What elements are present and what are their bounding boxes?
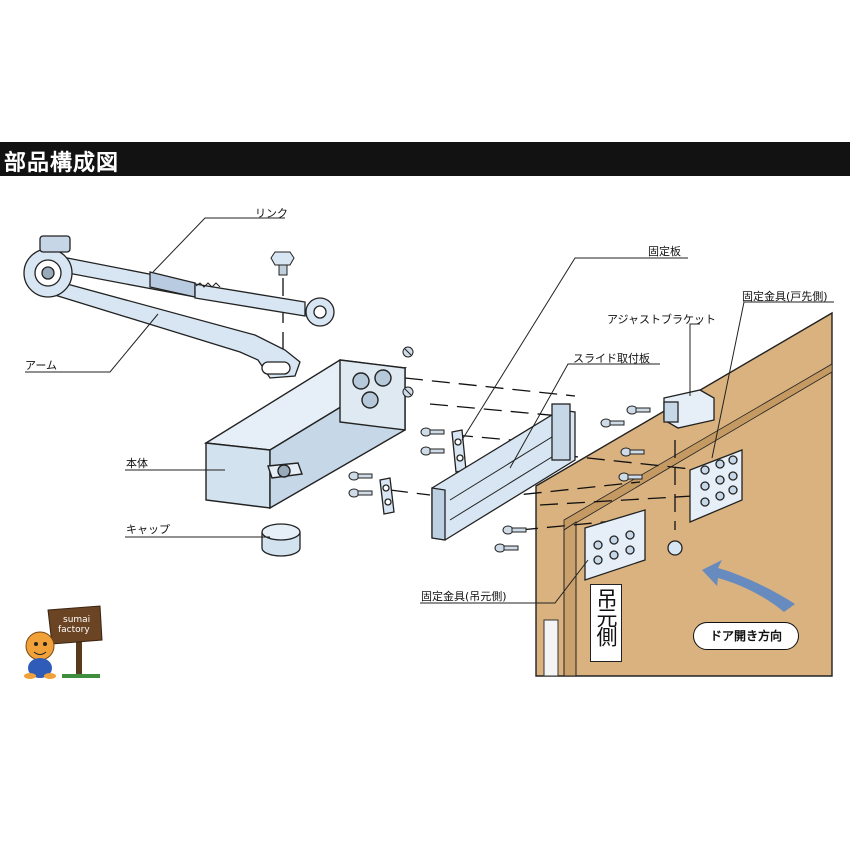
closer-body xyxy=(203,359,408,510)
sumai-factory-logo: sumai factory xyxy=(24,605,103,679)
arm-screw xyxy=(270,251,295,276)
screws xyxy=(348,346,651,553)
link-label: リンク xyxy=(255,207,288,220)
body-label: 本体 xyxy=(126,457,148,470)
adjust-bracket-label: アジャストブラケット xyxy=(607,313,717,326)
door-open-direction-badge: ドア開き方向 xyxy=(693,622,799,650)
cap-part xyxy=(261,523,301,557)
door-open-direction-text: ドア開き方向 xyxy=(709,629,782,643)
cap-label: キャップ xyxy=(126,523,170,536)
fixed-plate-label: 固定板 xyxy=(648,245,681,258)
slide-plate-label: スライド取付板 xyxy=(573,352,650,365)
hanging-side-sign: 吊元側 xyxy=(590,584,622,662)
fixture-door-side-label: 固定金具(戸先側) xyxy=(742,290,828,303)
adjust-bracket xyxy=(663,389,715,556)
hanging-side-text: 吊元側 xyxy=(594,588,618,645)
leader-lines xyxy=(25,217,834,604)
arm-assembly xyxy=(23,235,335,379)
title-bar: 部品構成図 xyxy=(0,142,850,176)
slide-plate xyxy=(431,403,576,541)
fixture-door-side xyxy=(689,449,743,523)
door-open-arrow xyxy=(702,560,795,612)
logo-line1: sumai xyxy=(63,615,90,625)
page-title: 部品構成図 xyxy=(4,151,120,176)
arm-label: アーム xyxy=(25,359,58,372)
logo-line2: factory xyxy=(58,625,90,635)
fixture-hinge-side xyxy=(584,509,646,581)
fixture-hinge-side-label: 固定金具(吊元側) xyxy=(421,590,507,603)
